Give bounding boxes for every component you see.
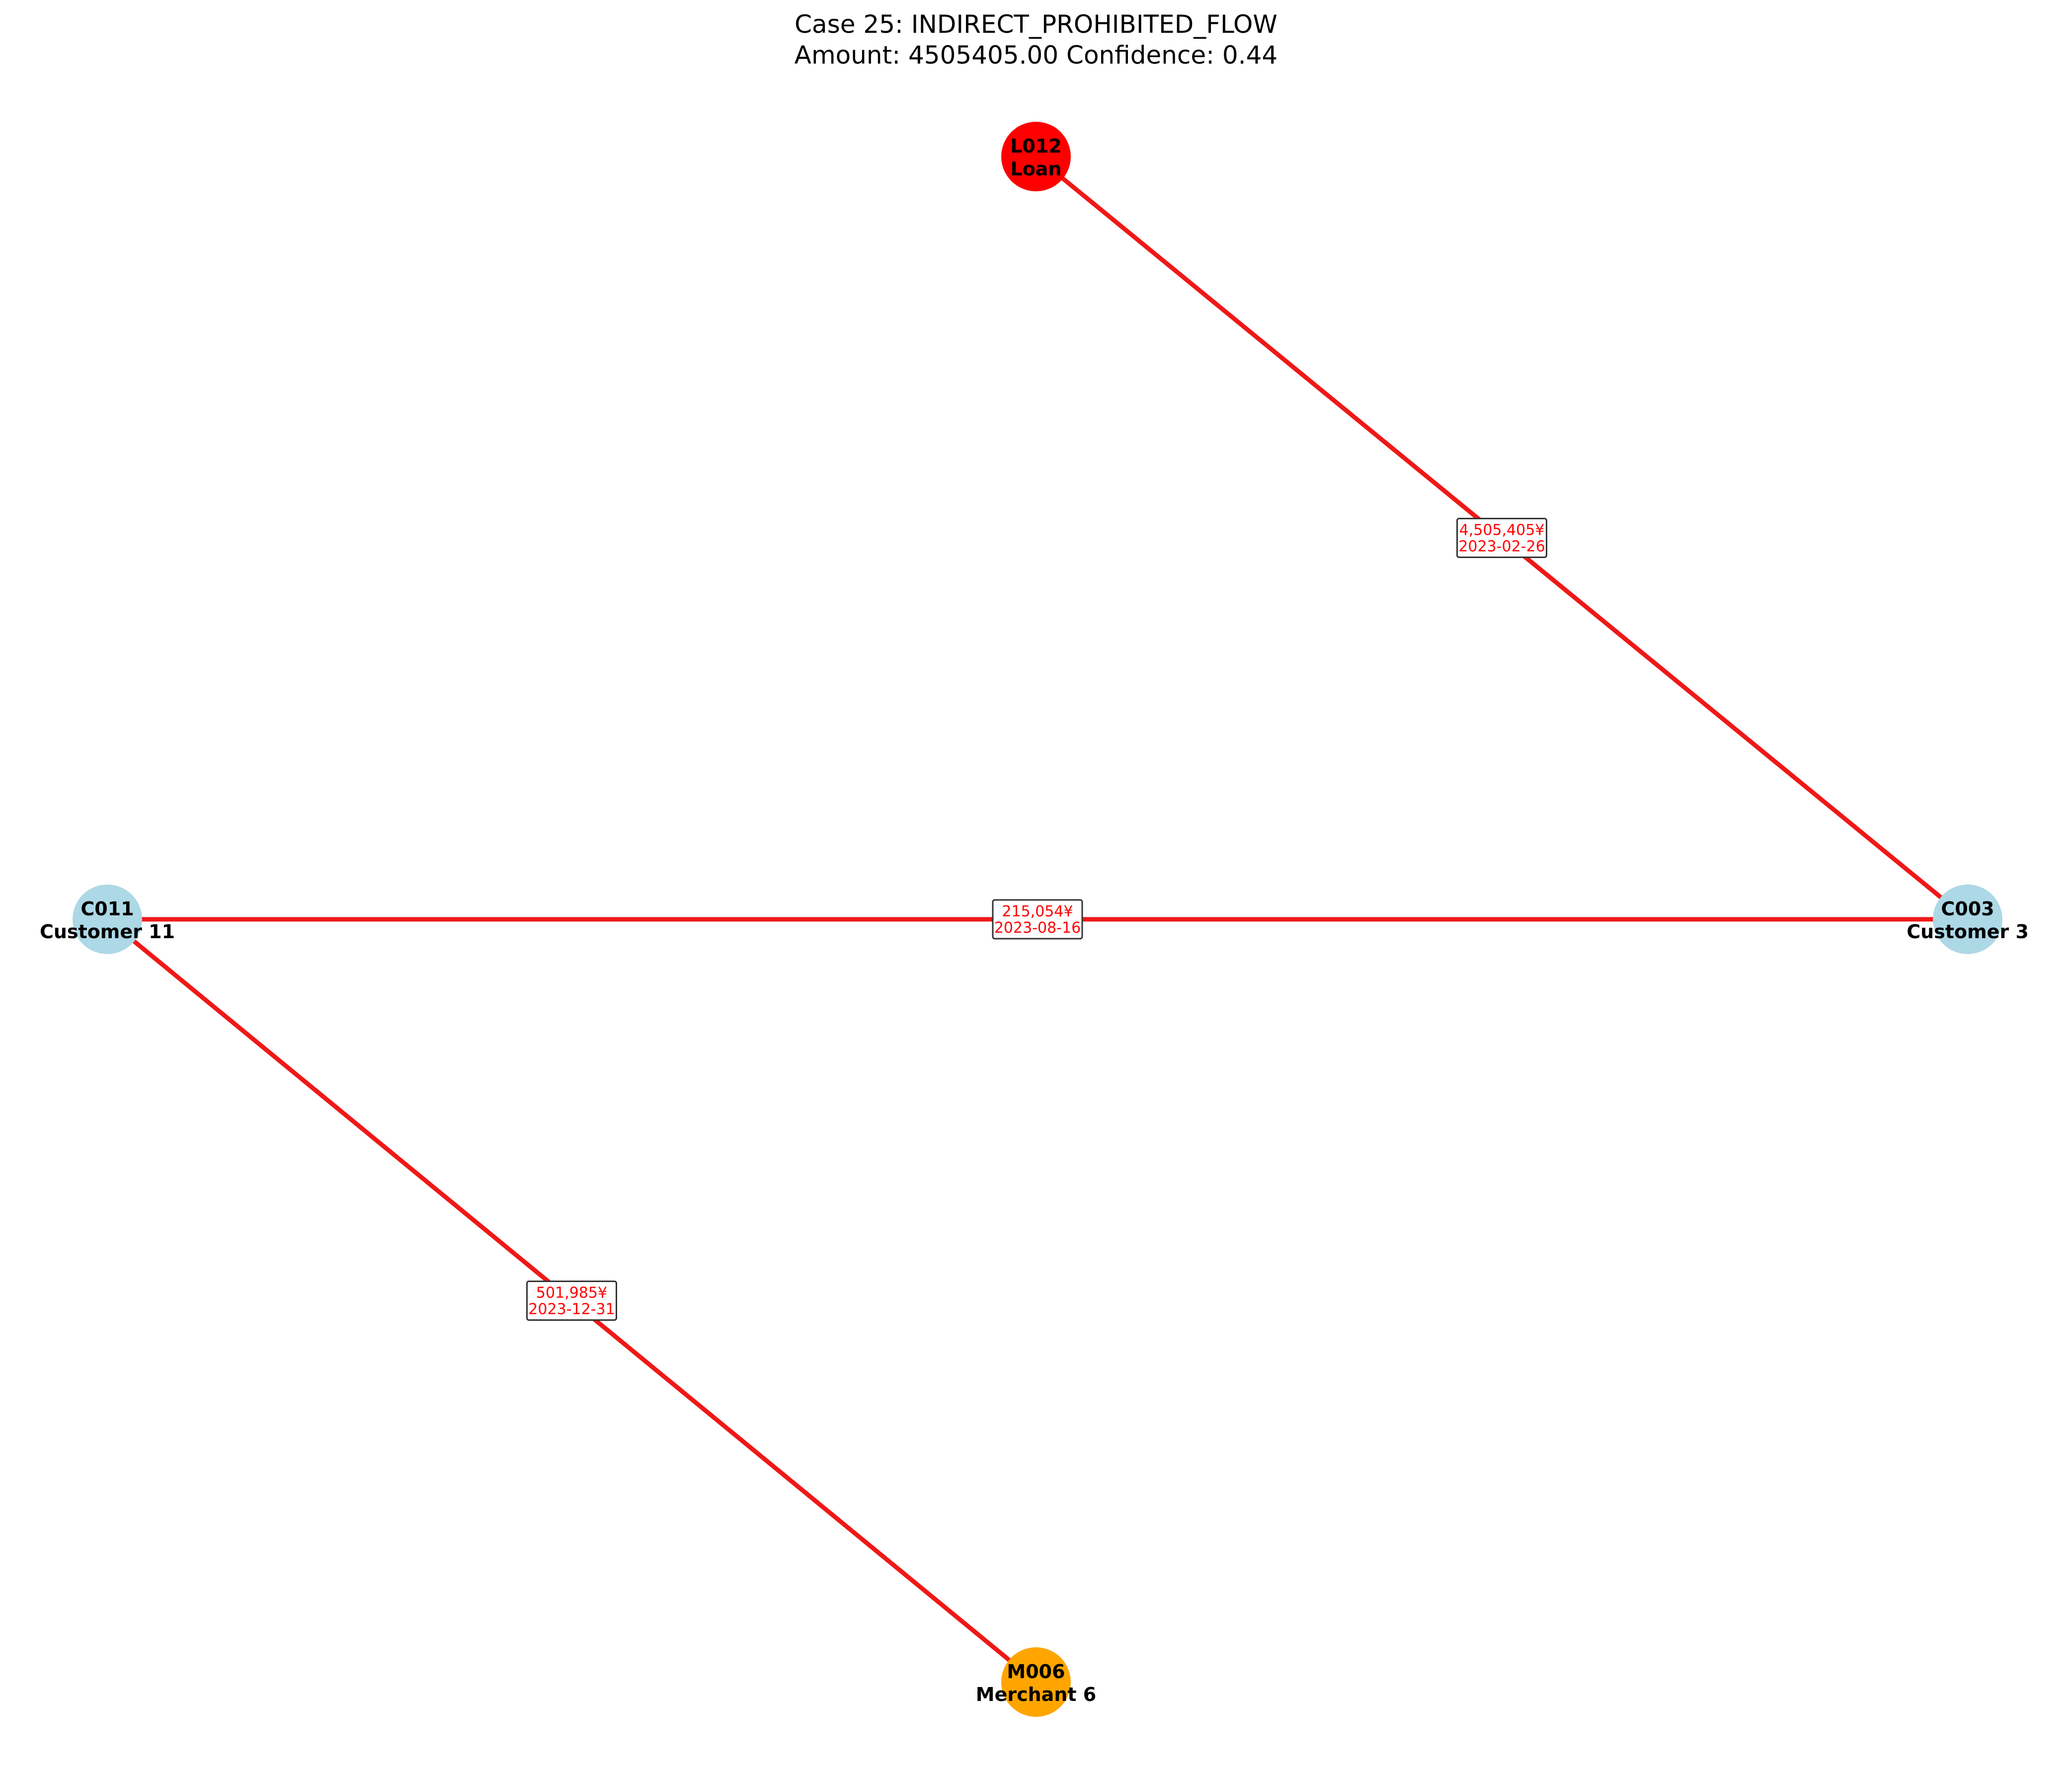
edge-label: 501,985¥2023-12-31 [526,1281,617,1321]
title-line-2: Amount: 4505405.00 Confidence: 0.44 [795,41,1278,70]
node-name: Customer 11 [40,921,175,943]
graph-title: Case 25: INDIRECT_PROHIBITED_FLOW Amount… [795,10,1278,70]
edge-label-box [526,1281,617,1321]
edge-label-box [1456,518,1547,558]
edge-amount: 215,054¥ [1002,903,1073,920]
edge-date: 2023-12-31 [528,1301,615,1318]
edge-label: 215,054¥2023-08-16 [992,899,1083,940]
node-circle [73,885,142,954]
edge-labels-layer: 4,505,405¥2023-02-26 215,054¥2023-08-16 50… [526,518,1547,1321]
node-name: Loan [1010,158,1061,180]
edge-label-box [992,899,1083,940]
edge-amount: 4,505,405¥ [1459,522,1545,539]
node-id: M006 [1007,1661,1065,1683]
node-id: L012 [1010,135,1062,157]
node-circle [1001,1647,1071,1717]
edge-label: 4,505,405¥2023-02-26 [1456,518,1547,558]
node-circle [1001,122,1071,191]
node-id: C003 [1941,898,1994,920]
node-id: C011 [80,898,134,920]
edge-date: 2023-08-16 [994,919,1081,937]
node-name: Customer 3 [1907,921,2029,943]
title-line-1: Case 25: INDIRECT_PROHIBITED_FLOW [795,10,1277,39]
node-circle [1933,885,2002,954]
edge-amount: 501,985¥ [536,1285,607,1302]
edge-date: 2023-02-26 [1458,538,1545,556]
node-name: Merchant 6 [976,1684,1096,1705]
